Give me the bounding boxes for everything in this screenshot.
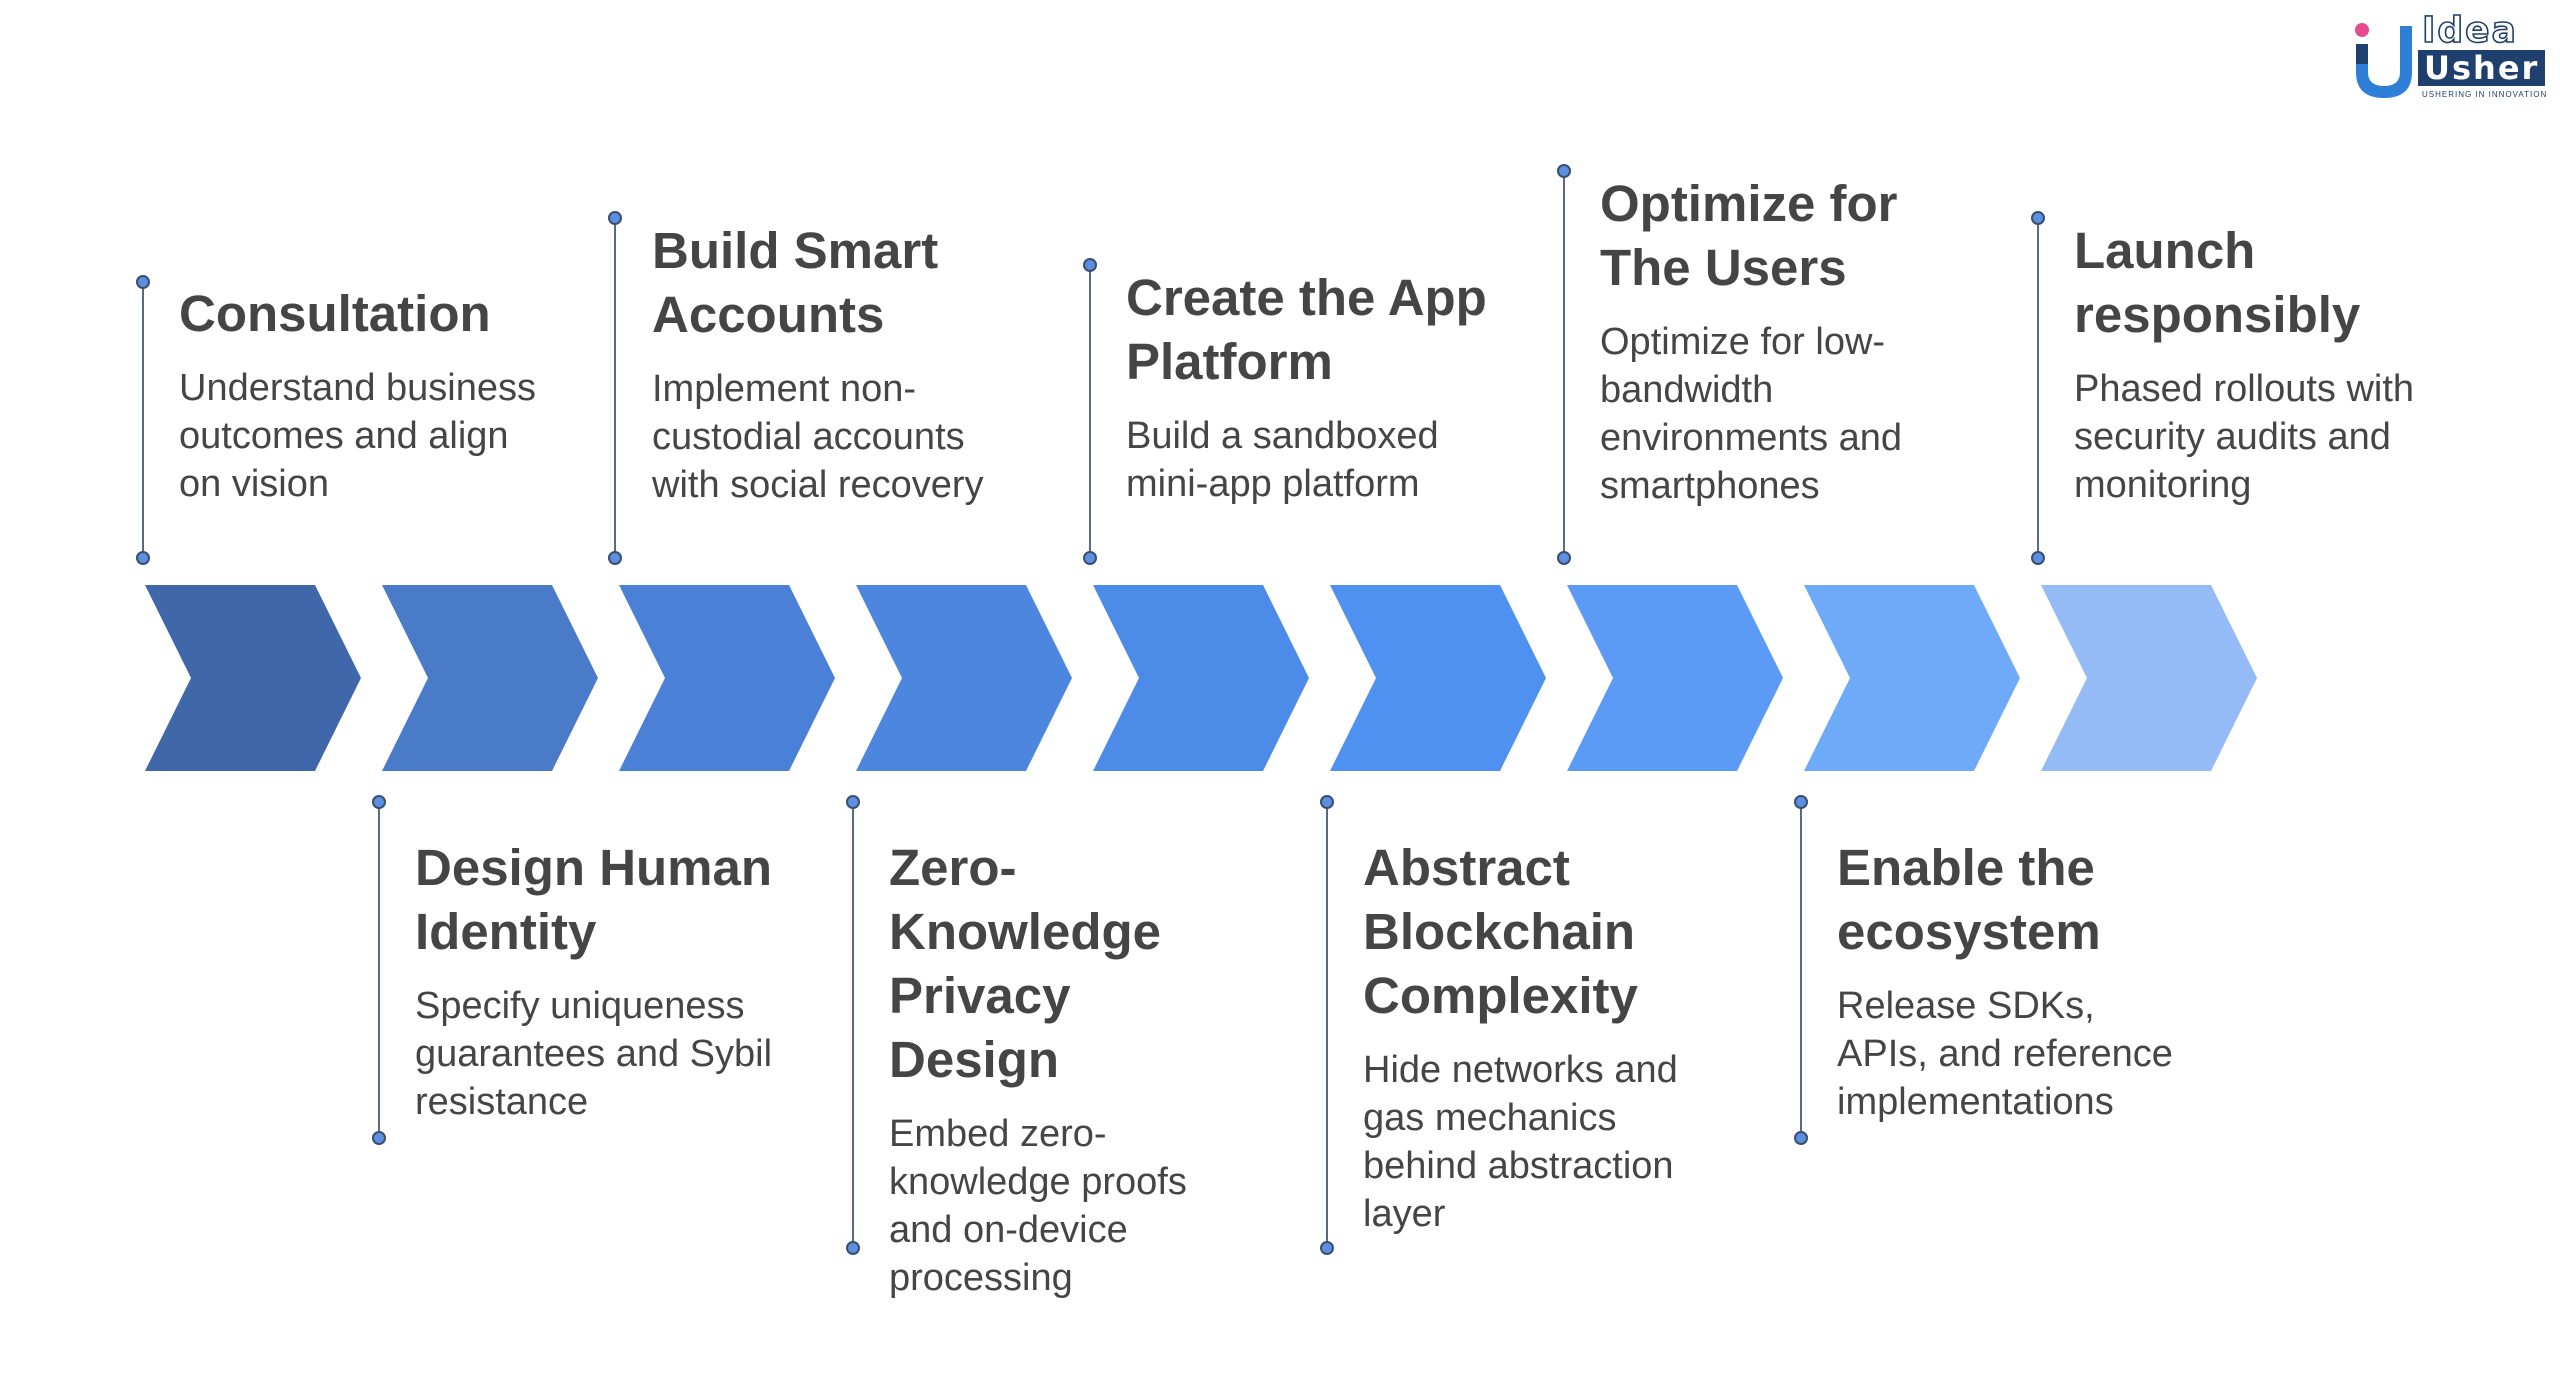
step-title: Optimize for The Users <box>1600 175 1898 296</box>
step-6: Abstract Blockchain Complexity Hide netw… <box>1363 836 1703 1238</box>
step-title: Abstract Blockchain Complexity <box>1363 839 1638 1024</box>
chevron-9 <box>2041 585 2257 771</box>
step-5: Create the App Platform Build a sandboxe… <box>1126 266 1506 508</box>
step-3-marker <box>607 211 623 565</box>
chevron-4 <box>856 585 1072 771</box>
step-description: Specify uniqueness guarantees and Sybil … <box>415 985 773 1123</box>
logo-u-mark-icon <box>2355 23 2412 98</box>
step-title: Design Human Identity <box>415 839 773 960</box>
step-title: Zero-Knowledge Privacy Design <box>889 839 1162 1088</box>
chevron-7 <box>1567 585 1783 771</box>
step-3: Build Smart Accounts Implement non-custo… <box>652 219 1032 509</box>
step-9-marker <box>2030 211 2046 565</box>
chevron-8 <box>1804 585 2020 771</box>
step-4: Zero-Knowledge Privacy Design Embed zero… <box>889 836 1249 1302</box>
step-description: Implement non-custodial accounts with so… <box>652 368 984 506</box>
chevron-3 <box>619 585 835 771</box>
chevron-5 <box>1093 585 1309 771</box>
step-description: Build a sandboxed mini-app platform <box>1126 415 1439 505</box>
step-title: Build Smart Accounts <box>652 222 939 343</box>
step-title: Consultation <box>179 285 491 342</box>
step-description: Optimize for low-bandwidth environments … <box>1600 321 1903 507</box>
chevron-6 <box>1330 585 1546 771</box>
step-title: Launch responsibly <box>2074 222 2361 343</box>
idea-usher-logo: Idea Usher USHERING IN INNOVATION <box>2352 9 2552 100</box>
step-9: Launch responsibly Phased rollouts with … <box>2074 219 2454 509</box>
step-4-marker <box>845 795 861 1255</box>
step-7: Optimize for The Users Optimize for low-… <box>1600 172 1980 510</box>
step-description: Phased rollouts with security audits and… <box>2074 368 2415 506</box>
logo-word-idea: Idea <box>2421 9 2518 52</box>
step-5-marker <box>1082 258 1098 565</box>
step-6-marker <box>1319 795 1335 1255</box>
step-2-marker <box>371 795 387 1145</box>
logo-tagline: USHERING IN INNOVATION <box>2422 90 2548 99</box>
step-description: Release SDKs, APIs, and reference implem… <box>1837 985 2173 1123</box>
step-title: Create the App Platform <box>1126 269 1487 390</box>
step-1: Consultation Understand business outcome… <box>179 282 559 508</box>
step-8-marker <box>1793 795 1809 1145</box>
step-description: Embed zero-knowledge proofs and on-devic… <box>889 1113 1187 1299</box>
step-7-marker <box>1556 164 1572 565</box>
logo-word-usher: Usher <box>2418 50 2546 86</box>
step-description: Hide networks and gas mechanics behind a… <box>1363 1049 1678 1235</box>
step-title: Enable the ecosystem <box>1837 839 2101 960</box>
step-8: Enable the ecosystem Release SDKs, APIs,… <box>1837 836 2177 1126</box>
chevron-1 <box>145 585 361 771</box>
step-1-marker <box>135 275 151 565</box>
chevron-2 <box>382 585 598 771</box>
step-description: Understand business outcomes and align o… <box>179 367 536 505</box>
step-2: Design Human Identity Specify uniqueness… <box>415 836 795 1126</box>
